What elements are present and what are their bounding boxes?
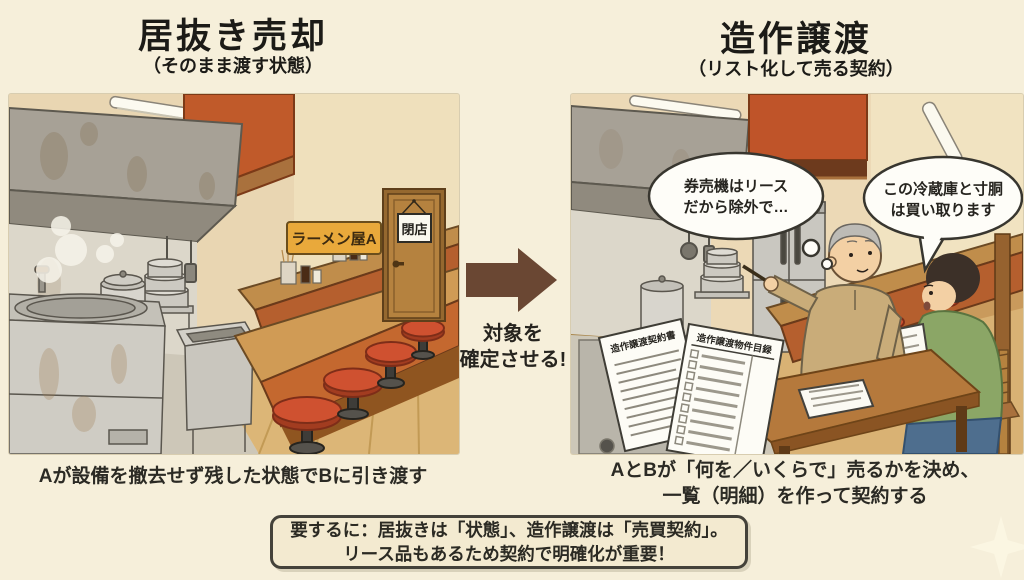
arrow-label-line1: 対象を (483, 323, 543, 345)
thought-bubble: 券売機はリース だから除外で… (647, 151, 833, 270)
pen-icon (742, 264, 766, 282)
thought-line1: 券売機はリース (684, 177, 788, 195)
shop-sign: ラーメン屋A (286, 221, 382, 255)
arrow-label: 対象を 確定させる! (448, 322, 578, 373)
sparkle-decoration (970, 516, 1024, 578)
steam-puffs (36, 216, 124, 283)
thought-line2: だから除外で… (683, 198, 788, 216)
left-title: 居抜き売却 (137, 17, 328, 56)
summary-line1: 要するに：居抜きは「状態」、造作譲渡は「売買契約」。 (290, 519, 728, 540)
summary-box: 要するに：居抜きは「状態」、造作譲渡は「売買契約」。 リース品もあるため契約で明… (270, 515, 748, 569)
right-subtitle: （リスト化して売る契約） (688, 59, 904, 79)
orange-hood (748, 94, 868, 180)
shop-sign-label: ラーメン屋A (291, 231, 376, 248)
left-caption: Aが設備を撤去せず残した状態でBに引き渡す (38, 466, 428, 487)
seller-person (742, 223, 909, 390)
right-title: 造作譲渡 (719, 20, 872, 59)
speech-line2: は買い取ります (890, 202, 995, 219)
arrow-right-icon (466, 248, 557, 312)
table (708, 348, 982, 454)
shop-door: 閉店 (382, 188, 446, 322)
fluorescent-light-left (629, 95, 742, 121)
right-illustration-panel: 造作譲渡契約書 造作譲渡物件目録 (570, 93, 1024, 455)
right-caption: AとBが「何を／いくらで」売るかを決め、 一覧（明細）を作って契約する (560, 458, 1024, 510)
inventory-document: 造作譲渡物件目録 (665, 322, 785, 454)
left-illustration-panel: ラーメン屋A 閉店 (8, 93, 460, 455)
exhaust-hood (9, 106, 244, 244)
left-subtitle: （そのまま渡す状態） (143, 56, 323, 76)
speech-bubble: この冷蔵庫と寸胴 は買い取ります (862, 155, 1023, 274)
right-caption-line2: 一覧（明細）を作って契約する (662, 486, 928, 508)
soup-kettle (9, 265, 166, 454)
stacked-pots (694, 247, 750, 299)
ramen-shop-empty-scene: ラーメン屋A 閉店 (9, 94, 459, 454)
negotiation-scene: 造作譲渡契約書 造作譲渡物件目録 (571, 94, 1023, 454)
counter-stools (272, 318, 445, 454)
sink-table (175, 321, 255, 454)
right-caption-line1: AとBが「何を／いくらで」売るかを決め、 (610, 460, 980, 481)
door-sign-label: 閉店 (401, 222, 427, 237)
paper-on-table (797, 378, 875, 420)
speech-line1: この冷蔵庫と寸胴 (883, 180, 1003, 198)
arrow-label-line2: 確定させる! (459, 348, 567, 371)
summary-line2: リース品もあるため契約で明確化が重要！ (343, 544, 675, 564)
